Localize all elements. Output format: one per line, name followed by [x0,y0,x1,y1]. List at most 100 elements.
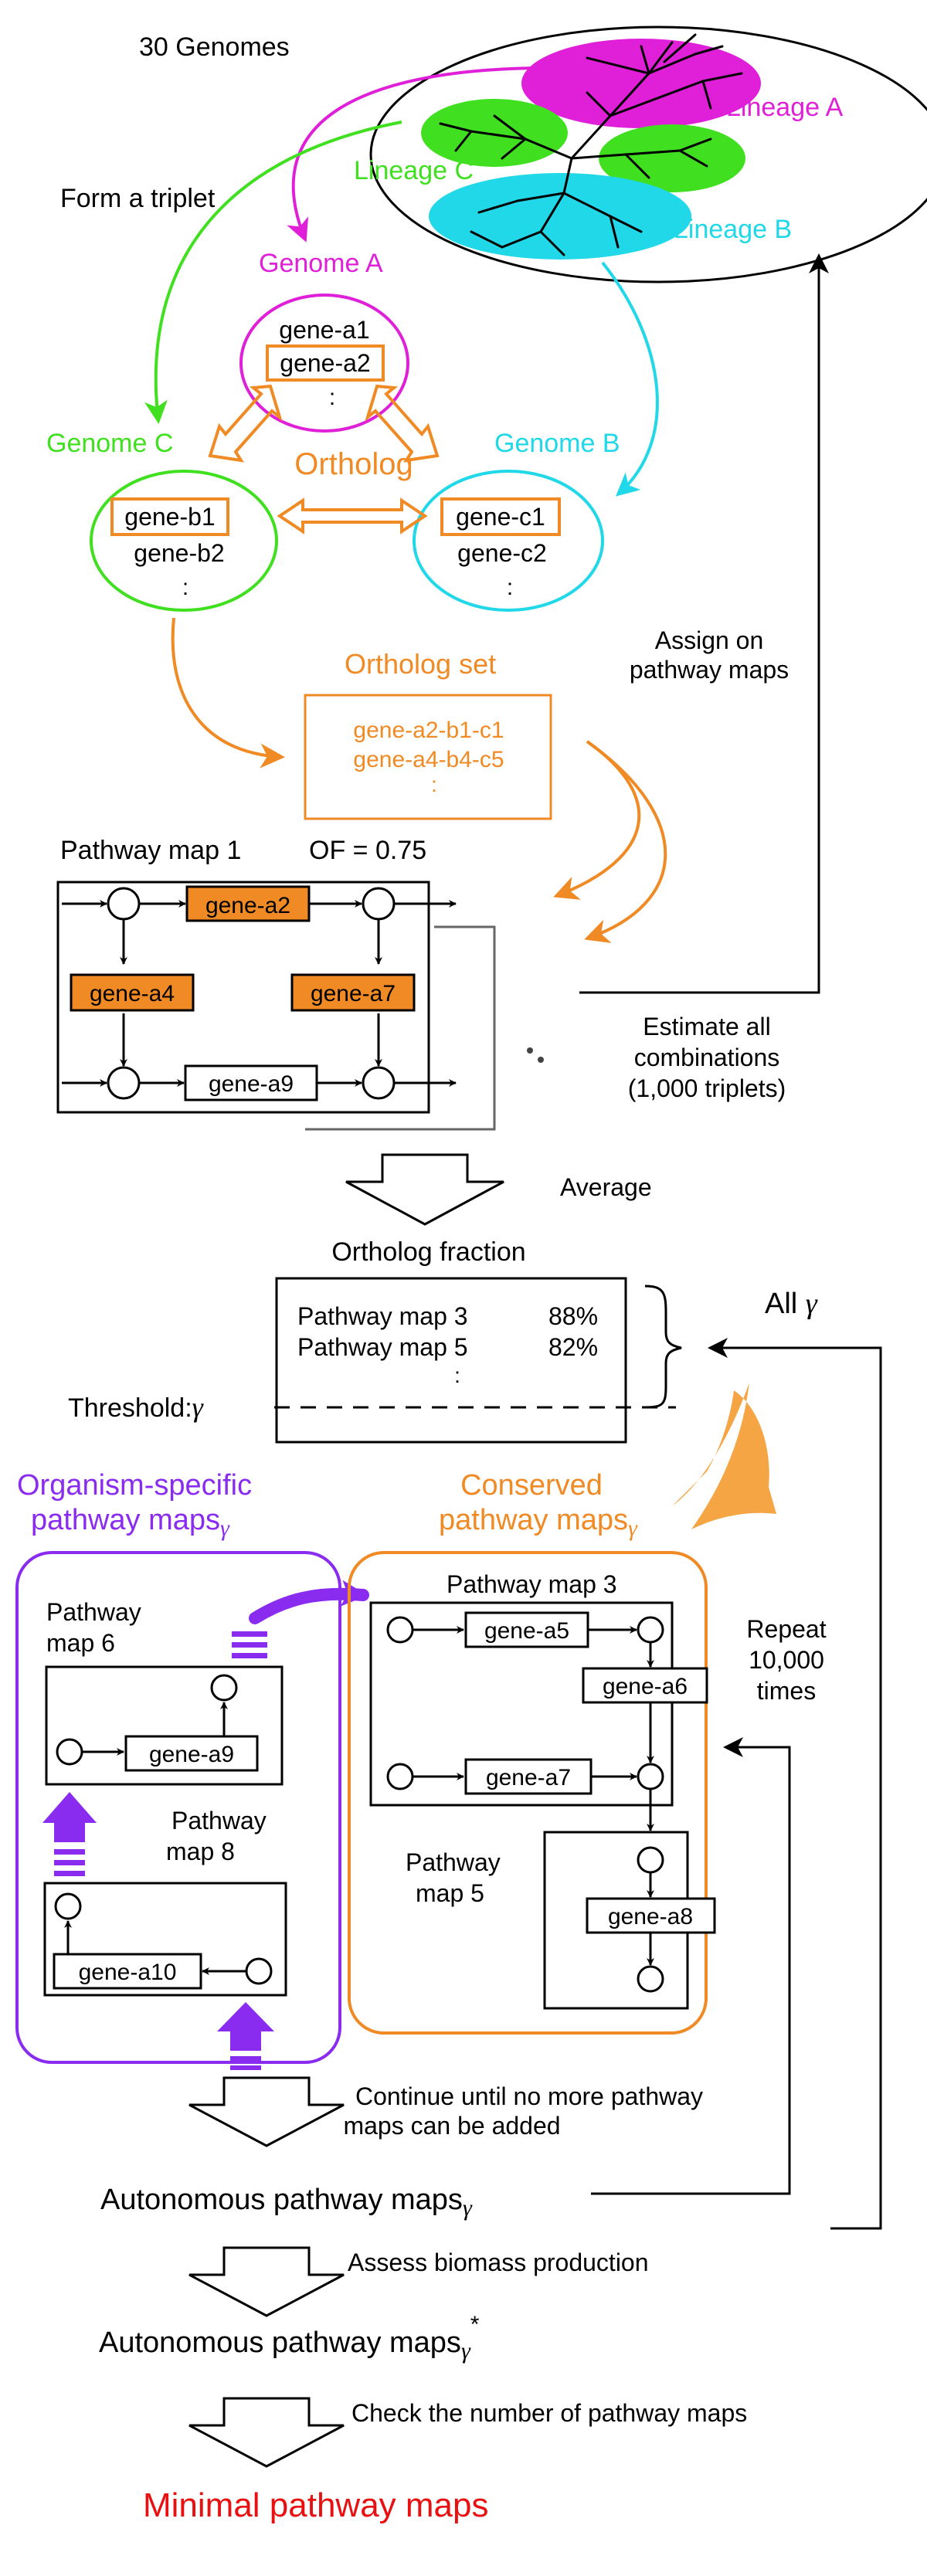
pathway-map1-gene-a9: gene-a9 [209,1071,294,1097]
continue-line-2: maps can be added [343,2112,560,2140]
map8-gene: gene-a10 [79,1960,177,1985]
map3-node-1 [386,1616,414,1644]
pathway-map1-shadow [305,925,496,1131]
lineage-b-label: Lineage B [674,215,792,244]
map3-box [369,1601,674,1807]
check-arrow [188,2397,345,2468]
conserved-curve-arrow [672,1383,776,1529]
assign-arrow-1 [553,740,641,900]
assess-arrow [188,2246,345,2317]
pathway-map1-gene-a2: gene-a2 [205,893,290,918]
of-dots: : [454,1363,460,1387]
map8-box [43,1882,287,1997]
map3-gene-a7-box [464,1758,593,1795]
ortholog-fraction-box [275,1277,627,1444]
lineage-c-halo-right [599,124,745,192]
map5-title-2: map 5 [416,1879,484,1907]
lineage-a-arrow [287,66,542,243]
all-gamma-loop-arrow [708,1338,882,2230]
map8-title-2: map 8 [166,1838,235,1865]
map8-node-top [54,1892,82,1920]
threshold-label: Threshold:γ [68,1392,204,1423]
pathway-map1-of: OF = 0.75 [309,836,426,865]
ortholog-label: Ortholog [294,447,413,481]
check-label: Check the number of pathway maps [351,2399,747,2427]
ortholog-set-row-1: gene-a2-b1-c1 [353,718,504,743]
estimate-line-2: combinations [634,1044,780,1071]
map3-gene-a5-box [464,1611,589,1648]
assign-arrow-2 [584,740,667,943]
of-row-1-value: 88% [548,1302,598,1330]
ortholog-arrow-left [208,384,283,463]
map6-purple-stripes [232,1631,267,1658]
genome-b-ellipse [413,470,604,612]
map6-node-top [210,1674,238,1702]
pathway-map1-gene-a2-box [185,885,311,922]
map6-gene: gene-a9 [149,1742,234,1767]
organism-specific-box [15,1551,341,2064]
all-gamma-label: All γ [765,1288,818,1320]
pathway-map1-gene-a4: gene-a4 [90,981,175,1006]
conserved-box [348,1551,708,2035]
conserved-title-1: Conserved [460,1469,603,1502]
map8-title-1: Pathway [171,1807,267,1834]
autonomous-star-label: Autonomous pathway mapsγ* [99,2312,480,2364]
map3-gene-a6-box [582,1667,708,1704]
map6-gene-box [124,1735,259,1772]
map3-node-2 [637,1616,664,1644]
map6-node-left [56,1738,83,1766]
organism-specific-title-2: pathway mapsγ [31,1504,230,1541]
of-row-2-value: 82% [548,1333,598,1361]
map8-node-right [245,1957,273,1985]
map6-box [45,1665,284,1786]
assign-line-2: pathway maps [630,656,789,684]
estimate-return-arrow [579,253,829,994]
estimate-line-1: Estimate all [643,1013,770,1040]
genome-b-gene-2: gene-c2 [457,539,547,567]
ellipsis-dot-1 [527,1047,533,1054]
genome-a-gene-1: gene-a1 [279,316,369,344]
map3-edges [413,1626,654,1831]
map3-gene-a6: gene-a6 [603,1674,688,1699]
continue-line-1: Continue until no more pathway [355,2082,703,2110]
to-ortholog-set-arrow [171,617,285,769]
map5-gene: gene-a8 [608,1904,693,1929]
map3-node-3 [386,1763,414,1790]
ellipsis-dot-2 [538,1057,544,1063]
form-triplet-label: Form a triplet [60,184,216,213]
genome-c-ellipse [90,470,278,612]
continue-arrow [188,2076,345,2147]
genome-b-dots: : [507,575,513,600]
genome-c-gene-2: gene-b2 [134,539,224,567]
repeat-line-2: 10,000 [749,1646,824,1674]
average-arrow [345,1153,504,1226]
map8-gene-box [53,1953,202,1990]
minimal-label: Minimal pathway maps [143,2486,489,2524]
of-row-1-name: Pathway map 3 [297,1302,468,1330]
genome-a-dots: : [329,385,335,410]
genomes-ellipse [369,25,927,283]
map6-title-1: Pathway [46,1598,141,1626]
map3-node-4 [637,1763,664,1790]
map5-title-1: Pathway [406,1848,501,1876]
ortholog-arrow-right [365,384,440,463]
map3-title: Pathway map 3 [447,1570,617,1598]
ortholog-set-box [304,694,552,820]
assess-label: Assess biomass production [348,2248,649,2276]
genome-c-gene-1-box [110,497,229,536]
lineage-c-label: Lineage C [354,156,474,185]
pathway-map1-gene-a4-box [70,973,195,1012]
conserved-title-2: pathway mapsγ [439,1504,638,1541]
pathway-map1-gene-a7: gene-a7 [311,981,396,1006]
map3-gene-a5: gene-a5 [484,1618,569,1644]
genome-c-dots: : [182,575,188,600]
lineage-b-halo [429,173,691,260]
genome-a-title: Genome A [259,249,383,278]
genome-c-gene-1: gene-b1 [124,503,215,531]
pathway-map1-gene-a9-box [184,1064,318,1101]
map5-node-bottom [637,1965,664,1993]
pathway-map1-edges [62,900,457,1087]
of-row-2-name: Pathway map 5 [297,1333,468,1361]
assign-line-1: Assign on [655,626,764,654]
